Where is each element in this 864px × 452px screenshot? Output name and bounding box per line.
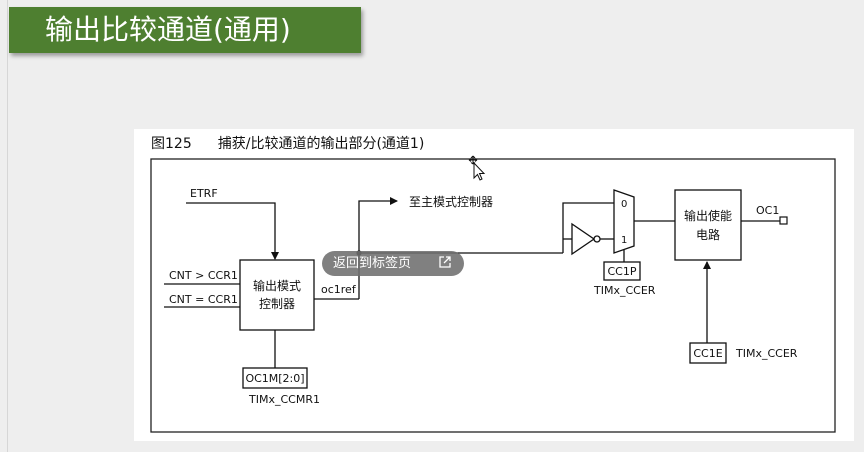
- cnt-gt-ccr1-label: CNT > CCR1: [169, 269, 238, 282]
- bypass-to-mux: [562, 202, 614, 239]
- output-mode-controller-block: [239, 259, 315, 331]
- cc1p-register-box: [603, 261, 641, 281]
- cc1e-label: CC1E: [693, 347, 722, 360]
- return-to-tab-label: 返回到标签页: [333, 256, 412, 271]
- figure-number: 图125: [151, 136, 192, 152]
- oc1-label: OC1: [756, 204, 779, 217]
- external-link-icon: [438, 251, 452, 276]
- diagram-frame: [150, 158, 836, 433]
- etrf-line: [186, 202, 279, 260]
- return-to-tab-button[interactable]: 返回到标签页: [322, 251, 464, 276]
- to-master-mode-label: 至主模式控制器: [409, 195, 493, 209]
- inverter-bubble: [593, 235, 601, 243]
- to-master-line: [358, 197, 398, 253]
- figure-caption: 图125 捕获/比较通道的输出部分(通道1): [151, 133, 424, 153]
- output-enable-label-2: 电路: [696, 227, 720, 242]
- oc1ref-label: oc1ref: [321, 283, 357, 296]
- timx-ccmr1-label: TIMx_CCMR1: [248, 393, 320, 406]
- output-enable-label-1: 输出使能: [684, 208, 732, 223]
- figure-caption-text: 捕获/比较通道的输出部分(通道1): [217, 136, 425, 152]
- left-divider: [7, 0, 8, 452]
- slide-title: 输出比较通道(通用): [9, 7, 361, 53]
- mux-input-0-label: 0: [621, 199, 627, 210]
- timx-ccer-enable-label: TIMx_CCER: [735, 347, 798, 360]
- oc1-pin: [779, 216, 788, 225]
- etrf-label: ETRF: [190, 187, 218, 200]
- output-mode-controller-label-2: 控制器: [259, 297, 295, 311]
- move-cursor-icon: [466, 155, 488, 187]
- oc1m-register-box: [242, 367, 308, 389]
- polarity-multiplexer: [613, 189, 635, 254]
- cc1p-label: CC1P: [608, 265, 637, 278]
- cc1e-register-box: [689, 342, 727, 364]
- cnt-eq-ccr1-label: CNT = CCR1: [169, 293, 238, 306]
- oc1m-label: OC1M[2:0]: [245, 372, 304, 385]
- mux-input-1-label: 1: [621, 235, 627, 246]
- timx-ccer-polarity-label: TIMx_CCER: [593, 284, 656, 297]
- inverter-triangle: [571, 222, 596, 256]
- output-enable-block: [674, 189, 742, 261]
- output-mode-controller-label-1: 输出模式: [253, 278, 301, 293]
